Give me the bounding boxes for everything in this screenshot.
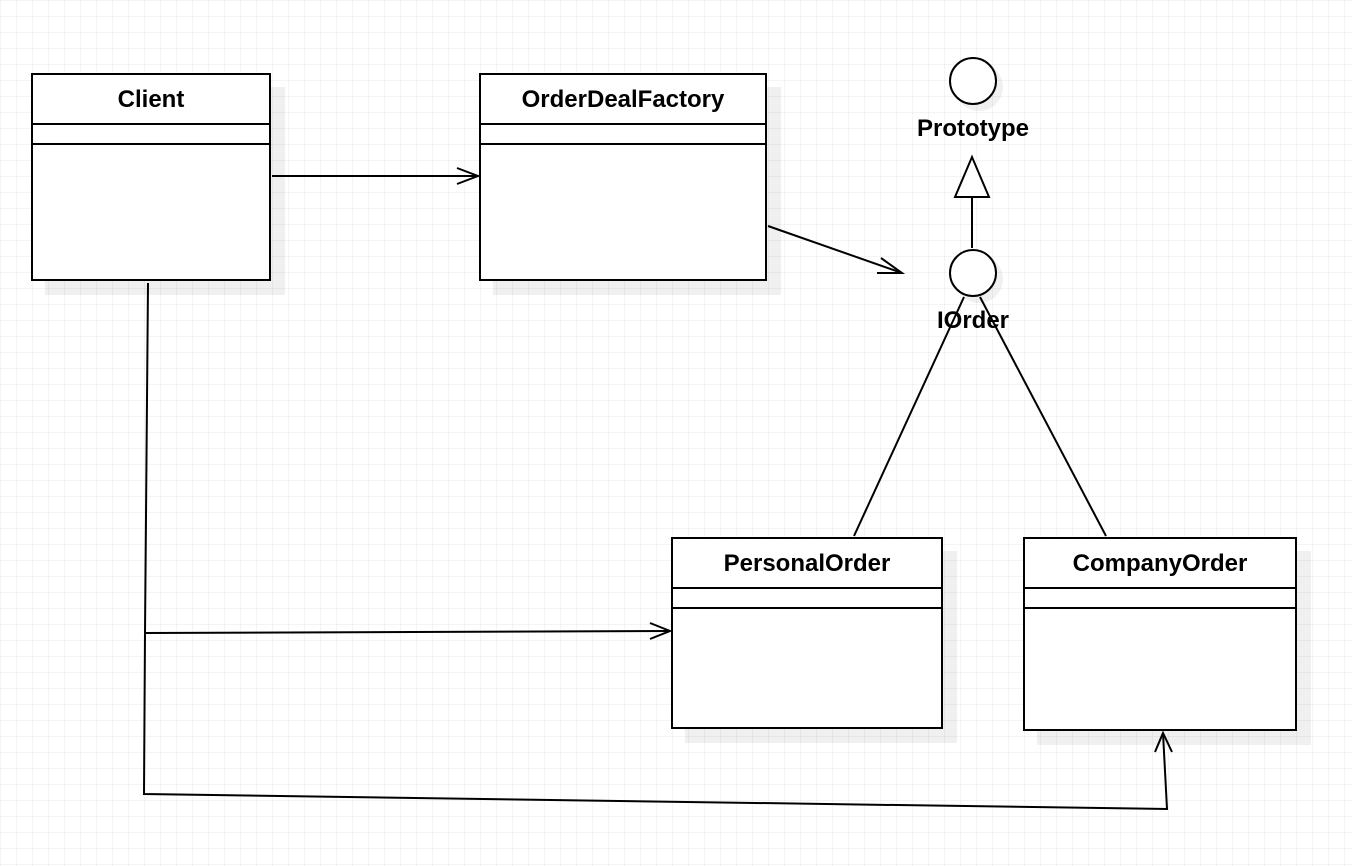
class-personal-order[interactable]: PersonalOrder (671, 537, 943, 729)
edge-client-company (142, 632, 1169, 811)
class-name: Client (33, 75, 269, 125)
edge-personal-iorder (853, 296, 965, 537)
attributes-compartment (673, 589, 941, 609)
class-order-deal-factory[interactable]: OrderDealFactory (479, 73, 767, 281)
attributes-compartment (33, 125, 269, 145)
interface-iorder-label: IOrder (936, 307, 1010, 334)
edge-company-iorder (979, 296, 1107, 537)
attributes-compartment (481, 125, 765, 145)
arrowhead-factory-iorder (877, 257, 906, 274)
arrowhead-client-company (1154, 730, 1173, 753)
edge-client-personal (143, 282, 671, 635)
generalization-triangle (953, 154, 991, 198)
class-name: CompanyOrder (1025, 539, 1295, 589)
class-client[interactable]: Client (31, 73, 271, 281)
interface-prototype-label: Prototype (916, 115, 1029, 142)
attributes-compartment (1025, 589, 1295, 609)
edge-factory-iorder (767, 225, 903, 274)
interface-prototype-circle[interactable] (949, 57, 997, 105)
class-name: PersonalOrder (673, 539, 941, 589)
class-name: OrderDealFactory (481, 75, 765, 125)
class-company-order[interactable]: CompanyOrder (1023, 537, 1297, 731)
interface-iorder-circle[interactable] (949, 249, 997, 297)
arrowhead-client-factory (456, 167, 481, 185)
arrowhead-client-personal (649, 622, 673, 640)
